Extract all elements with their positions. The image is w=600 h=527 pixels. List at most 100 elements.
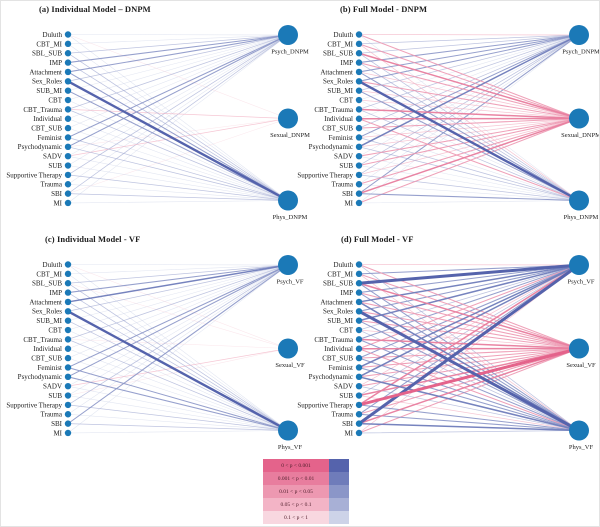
legend-blue-swatch (329, 472, 349, 485)
source-node-Duluth (64, 261, 72, 268)
source-label-CBT_Trauma: CBT_Trauma (23, 106, 63, 114)
legend-label: 0 < p < 0.001 (281, 462, 311, 469)
source-node-Sex_Roles (64, 308, 72, 315)
source-label-Feminist: Feminist (328, 134, 353, 142)
source-node-Attachment (64, 298, 72, 306)
source-node-CBT_SUB (355, 124, 363, 132)
source-node-IMP (64, 289, 72, 296)
edge-d-IMP-Psych_VF (358, 264, 580, 294)
source-label-CBT_Trauma: CBT_Trauma (23, 336, 63, 344)
edge-a-IMP-Psych_DNPM (67, 34, 289, 64)
edge-b-Duluth-Sexual_DNPM (358, 33, 580, 120)
source-label-Psychodynamic: Psychodynamic (18, 373, 62, 381)
source-node-CBT_MI (355, 270, 363, 278)
edge-a-CBT-Psych_DNPM (67, 34, 289, 101)
edge-b-CBT_Trauma-Sexual_DNPM (358, 108, 580, 120)
source-node-Supportive Therapy (355, 171, 363, 179)
source-node-SUB (355, 392, 363, 399)
source-node-CBT_SUB (64, 354, 72, 362)
edge-c-Duluth-Psych_VF (67, 264, 289, 266)
source-node-Trauma (64, 181, 72, 188)
source-node-SUB_MI (64, 87, 72, 94)
target-node-Psych_DNPM (278, 25, 298, 45)
source-node-Trauma (355, 181, 363, 188)
source-label-Supportive Therapy: Supportive Therapy (6, 171, 62, 179)
source-node-MI (64, 429, 72, 437)
source-label-SADV: SADV (334, 153, 353, 161)
edge-a-CBT_Trauma-Phys_DNPM (67, 109, 289, 201)
source-label-CBT_SUB: CBT_SUB (322, 355, 353, 363)
source-label-Attachment: Attachment (320, 298, 353, 306)
edge-a-CBT_Trauma-Psych_DNPM (67, 34, 289, 110)
target-label-Phys_VF: Phys_VF (569, 444, 594, 451)
edge-b-Individual-Phys_DNPM (358, 118, 580, 202)
edge-c-CBT_MI-Phys_VF (67, 273, 289, 431)
source-label-Duluth: Duluth (43, 261, 63, 269)
edge-c-Duluth-Sexual_VF (67, 264, 289, 349)
source-node-CBT (355, 326, 363, 334)
edge-c-CBT_Trauma-Psych_VF (67, 264, 289, 340)
source-node-SUB (64, 392, 72, 399)
source-node-SBI (64, 190, 72, 197)
source-label-SBI: SBI (342, 190, 354, 198)
source-node-SADV (64, 382, 72, 390)
edge-b-Supportive Therapy-Sexual_DNPM (358, 118, 580, 176)
source-node-SUB (355, 162, 363, 169)
edge-c-Trauma-Psych_VF (67, 264, 289, 415)
source-node-CBT_SUB (355, 354, 363, 362)
source-label-IMP: IMP (50, 59, 63, 67)
source-label-MI: MI (53, 199, 62, 207)
source-label-CBT: CBT (339, 326, 353, 334)
legend-row: 0.05 < p < 0.1 (263, 498, 349, 511)
edge-c-SBI-Phys_VF (67, 423, 289, 431)
source-label-CBT_SUB: CBT_SUB (31, 355, 62, 363)
edge-a-CBT_SUB-Psych_DNPM (67, 34, 289, 129)
source-label-Duluth: Duluth (334, 31, 354, 39)
source-label-SADV: SADV (43, 153, 62, 161)
edge-a-SUB_MI-Phys_DNPM (67, 90, 289, 202)
edge-d-Attachment-Psych_VF (358, 264, 580, 303)
source-label-MI: MI (344, 429, 353, 437)
edge-a-SUB-Phys_DNPM (67, 165, 289, 201)
source-label-Sex_Roles: Sex_Roles (32, 78, 62, 86)
source-node-CBT_MI (355, 40, 363, 48)
edge-b-SBL_SUB-Sexual_DNPM (358, 52, 580, 120)
source-label-CBT_MI: CBT_MI (36, 270, 62, 278)
source-node-Attachment (355, 68, 363, 76)
edge-c-SADV-Sexual_VF (67, 348, 289, 387)
edge-c-Feminist-Phys_VF (67, 366, 289, 432)
edge-b-Attachment-Phys_DNPM (358, 71, 580, 202)
source-label-Duluth: Duluth (334, 261, 354, 269)
edge-d-CBT_MI-Psych_VF (358, 264, 580, 275)
source-label-CBT_SUB: CBT_SUB (31, 125, 62, 133)
source-node-IMP (64, 59, 72, 66)
legend-blue-swatch (329, 485, 349, 498)
edge-c-CBT-Phys_VF (67, 329, 289, 431)
source-node-CBT (355, 96, 363, 104)
source-node-Sex_Roles (64, 78, 72, 85)
source-node-SADV (355, 152, 363, 160)
edge-d-CBT_SUB-Sexual_VF (358, 347, 580, 359)
edge-b-Attachment-Sexual_DNPM (358, 71, 580, 119)
source-label-CBT_MI: CBT_MI (36, 40, 62, 48)
edge-c-Supportive Therapy-Phys_VF (67, 404, 289, 431)
source-label-Feminist: Feminist (37, 364, 62, 372)
edge-d-CBT-Psych_VF (358, 264, 580, 331)
target-node-Sexual_VF (278, 338, 298, 359)
source-label-Sex_Roles: Sex_Roles (323, 308, 353, 316)
edge-c-SADV-Psych_VF (67, 264, 289, 387)
source-label-MI: MI (53, 429, 62, 437)
target-label-Sexual_DNPM: Sexual_DNPM (561, 132, 600, 139)
edge-c-SBL_SUB-Phys_VF (67, 282, 289, 431)
edge-b-Duluth-Phys_DNPM (358, 34, 580, 201)
source-label-SBI: SBI (51, 420, 63, 428)
edge-a-Feminist-Psych_DNPM (67, 34, 289, 138)
source-label-Individual: Individual (324, 115, 353, 123)
legend-pink-swatch: 0.05 < p < 0.1 (263, 498, 329, 511)
source-label-IMP: IMP (50, 289, 63, 297)
edge-a-Attachment-Psych_DNPM (67, 34, 289, 73)
source-label-SADV: SADV (334, 383, 353, 391)
edge-a-Sex_Roles-Phys_DNPM (66, 80, 290, 202)
